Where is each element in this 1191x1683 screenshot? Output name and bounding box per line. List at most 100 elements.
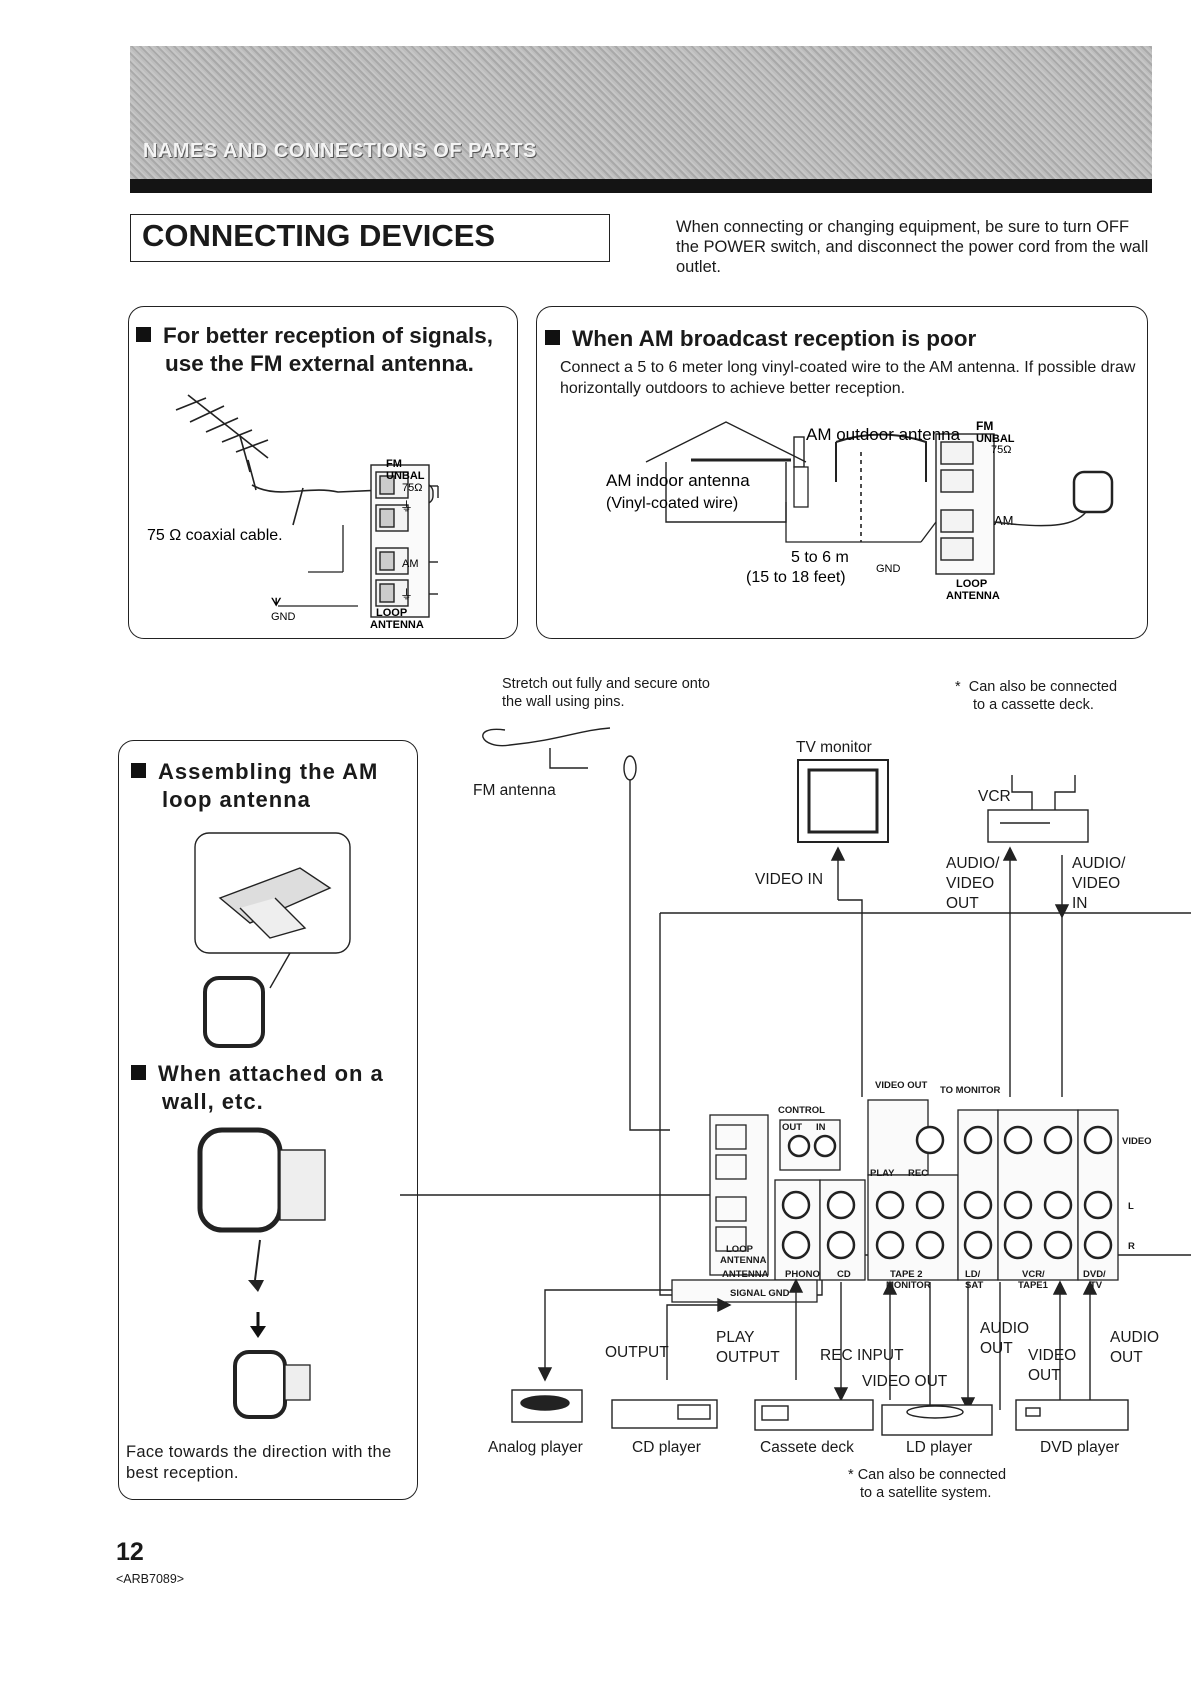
- am-terminal-block: [935, 433, 995, 575]
- svg-text:DVD/: DVD/: [1083, 1269, 1106, 1280]
- svg-text:L: L: [1128, 1201, 1134, 1212]
- am-panel-body: Connect a 5 to 6 meter long vinyl-coated…: [560, 359, 1136, 397]
- fm-panel-heading: For better reception of signals, use the…: [136, 322, 516, 378]
- power-warning: When connecting or changing equipment, b…: [676, 218, 1149, 276]
- svg-text:VIDEO: VIDEO: [1072, 875, 1120, 892]
- svg-text:R: R: [1128, 1241, 1135, 1252]
- svg-text:SIGNAL GND: SIGNAL GND: [730, 1288, 790, 1299]
- svg-text:VIDEO OUT: VIDEO OUT: [862, 1373, 948, 1390]
- svg-text:5 to 6 m: 5 to 6 m: [791, 549, 849, 566]
- svg-text:DVD player: DVD player: [1040, 1439, 1119, 1456]
- svg-text:ANTENNA: ANTENNA: [720, 1255, 767, 1266]
- header-rule: [130, 179, 1152, 193]
- svg-text:VIDEO IN: VIDEO IN: [755, 871, 823, 888]
- rca-jacks: [781, 1125, 1113, 1260]
- svg-text:CD player: CD player: [632, 1439, 701, 1456]
- svg-text:OUTPUT: OUTPUT: [605, 1344, 669, 1361]
- section-title-box: [130, 214, 610, 262]
- svg-text:AUDIO: AUDIO: [980, 1320, 1029, 1337]
- svg-text:PLAY: PLAY: [716, 1329, 755, 1346]
- svg-text:TV monitor: TV monitor: [796, 739, 872, 756]
- svg-text:PHONO: PHONO: [785, 1269, 820, 1280]
- svg-text:ANTENNA: ANTENNA: [946, 590, 1000, 602]
- svg-text:REC: REC: [908, 1168, 928, 1179]
- svg-text:MONITOR: MONITOR: [886, 1280, 931, 1291]
- svg-text:OUT: OUT: [1028, 1367, 1061, 1384]
- svg-text:OUT: OUT: [782, 1122, 802, 1133]
- bullet-square-icon: [131, 763, 146, 778]
- svg-text:IN: IN: [816, 1122, 826, 1133]
- document-code: <ARB7089>: [116, 1572, 185, 1586]
- svg-text:CD: CD: [837, 1269, 851, 1280]
- svg-text:ANTENNA: ANTENNA: [370, 619, 424, 631]
- svg-text:⏚: ⏚: [400, 499, 413, 514]
- svg-text:AM indoor antenna: AM indoor antenna: [606, 471, 750, 490]
- svg-text:VIDEO: VIDEO: [946, 875, 994, 892]
- bullet-square-icon: [131, 1065, 146, 1080]
- svg-text:VIDEO: VIDEO: [1122, 1136, 1152, 1147]
- svg-text:LD player: LD player: [906, 1439, 972, 1456]
- svg-text:UNBAL: UNBAL: [386, 470, 425, 482]
- svg-text:OUT: OUT: [946, 895, 979, 912]
- svg-text:VIDEO OUT: VIDEO OUT: [875, 1080, 927, 1091]
- svg-text:REC INPUT: REC INPUT: [820, 1347, 904, 1364]
- svg-text:AM: AM: [402, 558, 419, 570]
- bullet-square-icon: [545, 330, 560, 345]
- svg-text:75Ω: 75Ω: [991, 444, 1011, 456]
- svg-text:AUDIO/: AUDIO/: [946, 855, 1000, 872]
- connection-diagram: FM antenna TV monitor VCR VIDEO IN AUDIO…: [400, 727, 1191, 1456]
- svg-text:TAPE 2: TAPE 2: [890, 1269, 923, 1280]
- svg-text:LOOP: LOOP: [956, 578, 987, 590]
- satellite-note: * Can also be connected to a satellite s…: [848, 1467, 1007, 1501]
- cassette-deck-icon: [754, 1399, 874, 1431]
- bullet-square-icon: [136, 327, 151, 342]
- svg-text:ANTENNA: ANTENNA: [722, 1269, 769, 1280]
- cassette-note: * Can also be connected to a cassette de…: [955, 679, 1118, 713]
- tv-monitor-icon: [797, 759, 889, 843]
- svg-text:AUDIO: AUDIO: [1110, 1329, 1159, 1346]
- svg-text:AUDIO/: AUDIO/: [1072, 855, 1126, 872]
- svg-text:GND: GND: [876, 563, 901, 575]
- svg-text:(Vinyl-coated wire): (Vinyl-coated wire): [606, 495, 738, 512]
- svg-text:SAT: SAT: [965, 1280, 983, 1291]
- header-banner: [130, 46, 1152, 193]
- svg-text:OUT: OUT: [980, 1340, 1013, 1357]
- loop-antenna-icon: [1072, 470, 1114, 514]
- cd-player-icon: [611, 1399, 718, 1429]
- ld-player-icon: [881, 1404, 993, 1436]
- arrow-down-icon: [250, 1326, 266, 1338]
- loop-orientation-note: Face towards the direction with the best…: [126, 1443, 392, 1482]
- svg-text:75 Ω coaxial cable.: 75 Ω coaxial cable.: [147, 527, 283, 544]
- svg-text:LOOP: LOOP: [376, 607, 407, 619]
- svg-text:75Ω: 75Ω: [402, 482, 422, 494]
- svg-text:LOOP: LOOP: [726, 1244, 754, 1255]
- fm-antenna-diagram: FM UNBAL 75Ω ⏚ AM ⏚ 75 Ω coaxial cable. …: [147, 394, 439, 631]
- stretch-note: Stretch out fully and secure onto the wa…: [502, 676, 710, 710]
- wall-mount-heading: When attached on a wall, etc.: [131, 1060, 421, 1116]
- svg-text:VCR/: VCR/: [1022, 1269, 1045, 1280]
- loop-assembly-illustration: [194, 832, 351, 1048]
- svg-text:Analog player: Analog player: [488, 1439, 583, 1456]
- svg-text:UNBAL: UNBAL: [976, 433, 1015, 445]
- fm-antenna-panel: [128, 306, 518, 639]
- svg-text:PLAY: PLAY: [870, 1168, 895, 1179]
- svg-text:LD/: LD/: [965, 1269, 981, 1280]
- svg-text:FM: FM: [976, 419, 993, 433]
- page-number: 12: [116, 1538, 144, 1566]
- svg-text:TV: TV: [1090, 1280, 1103, 1291]
- wall-mount-illustration: [197, 1127, 326, 1419]
- svg-text:TAPE1: TAPE1: [1018, 1280, 1049, 1291]
- svg-text:TO MONITOR: TO MONITOR: [940, 1085, 1000, 1096]
- am-antenna-diagram: FM UNBAL 75Ω AM GND LOOP ANTENNA AM outd…: [606, 419, 1114, 602]
- header-title: NAMES AND CONNECTIONS OF PARTS: [143, 140, 537, 162]
- svg-text:CONTROL: CONTROL: [778, 1105, 825, 1116]
- analog-player-icon: [511, 1389, 583, 1423]
- section-title: CONNECTING DEVICES: [142, 218, 496, 253]
- svg-text:AM outdoor antenna: AM outdoor antenna: [806, 425, 961, 444]
- svg-text:IN: IN: [1072, 895, 1088, 912]
- screwdriver-icon: [254, 1239, 261, 1281]
- svg-text:FM antenna: FM antenna: [473, 782, 556, 799]
- am-panel-heading: When AM broadcast reception is poor: [545, 325, 976, 353]
- svg-text:GND: GND: [271, 611, 296, 623]
- svg-text:VCR: VCR: [978, 788, 1011, 805]
